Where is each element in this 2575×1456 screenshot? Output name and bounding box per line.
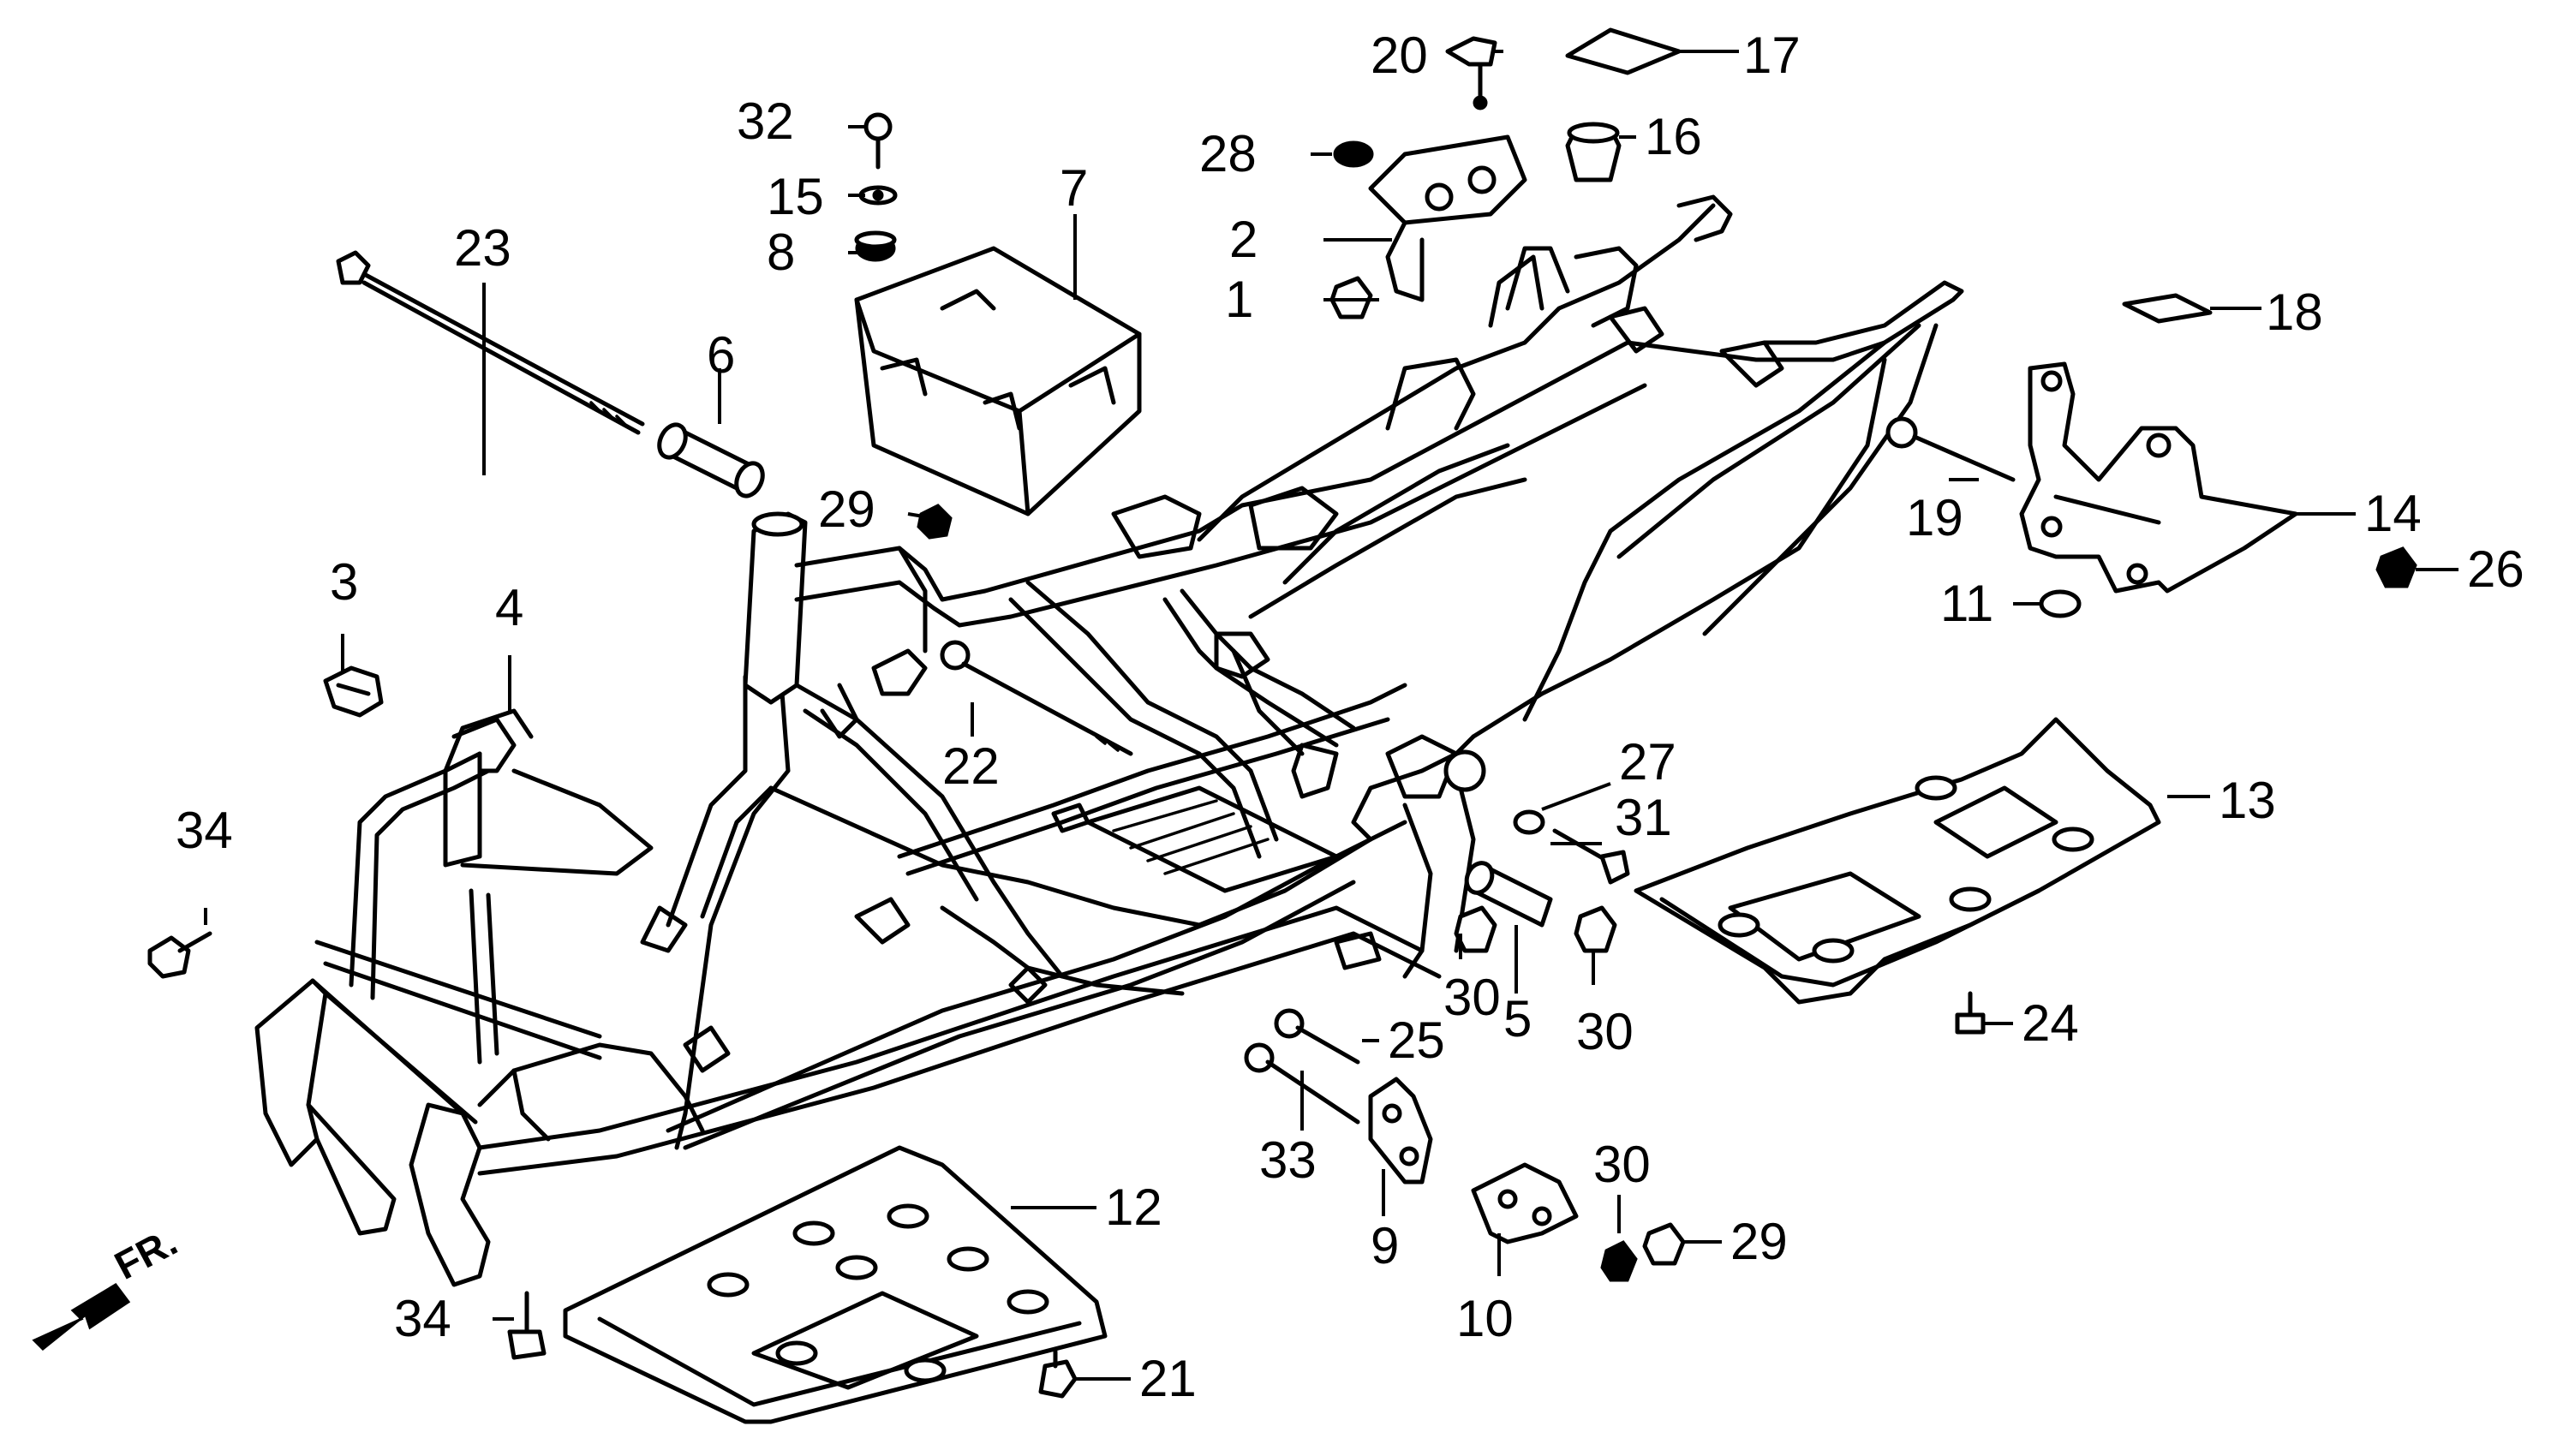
nut-part-1 bbox=[1329, 276, 1373, 319]
collar-part-27 bbox=[1513, 809, 1545, 835]
wing-nut-part-20 bbox=[1445, 36, 1497, 110]
front-skid-plate-12 bbox=[563, 1145, 1108, 1424]
callout-26: 26 bbox=[2467, 540, 2524, 598]
callout-34-left: 34 bbox=[176, 802, 233, 859]
bolt-part-33 bbox=[1244, 1042, 1360, 1125]
collar-part-8 bbox=[854, 230, 897, 262]
callout-30-bottom: 30 bbox=[1593, 1136, 1651, 1193]
nut-part-29-bottom bbox=[1642, 1222, 1686, 1266]
bracket-part-9 bbox=[1368, 1077, 1433, 1184]
callout-30-left: 30 bbox=[1443, 969, 1501, 1026]
clip-part-3 bbox=[323, 665, 384, 718]
callout-29-top: 29 bbox=[818, 480, 875, 538]
bolt-part-19 bbox=[1885, 416, 2016, 482]
callout-4: 4 bbox=[495, 579, 523, 636]
leader-lines bbox=[204, 50, 2458, 1381]
callout-29-bottom: 29 bbox=[1730, 1213, 1788, 1270]
nut-part-30-right bbox=[1574, 905, 1617, 953]
callout-17: 17 bbox=[1743, 27, 1801, 84]
callout-30-right: 30 bbox=[1576, 1003, 1634, 1060]
front-direction-label: FR. bbox=[107, 1219, 184, 1288]
rear-bracket-part-14 bbox=[2019, 361, 2298, 594]
bolt-part-24 bbox=[1955, 991, 1986, 1035]
frame-body bbox=[254, 194, 1964, 1287]
callout-12: 12 bbox=[1105, 1179, 1162, 1236]
callout-34-bottom: 34 bbox=[394, 1290, 451, 1347]
callout-18: 18 bbox=[2266, 283, 2323, 341]
callout-25: 25 bbox=[1388, 1011, 1445, 1069]
nut-part-30-left bbox=[1454, 905, 1497, 953]
callout-21: 21 bbox=[1139, 1350, 1197, 1407]
callout-19: 19 bbox=[1906, 489, 1963, 546]
callout-10: 10 bbox=[1456, 1290, 1514, 1347]
callout-3: 3 bbox=[330, 553, 358, 611]
bolt-part-34-bottom bbox=[507, 1291, 547, 1360]
washer-part-15 bbox=[858, 185, 898, 206]
grommet-part-16 bbox=[1565, 122, 1622, 182]
collar-part-5 bbox=[1464, 861, 1553, 928]
callout-27: 27 bbox=[1619, 733, 1676, 791]
nut-part-30-bottom bbox=[1600, 1240, 1638, 1282]
rear-skid-plate-13 bbox=[1634, 717, 2161, 1005]
callout-7: 7 bbox=[1060, 159, 1088, 217]
callout-14: 14 bbox=[2364, 485, 2422, 542]
label-plate-17 bbox=[1565, 27, 1682, 75]
callout-16: 16 bbox=[1645, 108, 1702, 165]
callout-9: 9 bbox=[1371, 1217, 1399, 1274]
bolt-part-22 bbox=[940, 640, 1133, 756]
battery-box-part bbox=[854, 246, 1142, 516]
callout-22: 22 bbox=[942, 737, 1000, 795]
callout-11: 11 bbox=[1940, 575, 1993, 632]
nut-part-29-top bbox=[917, 504, 953, 540]
callout-5: 5 bbox=[1503, 990, 1532, 1047]
callout-2: 2 bbox=[1229, 211, 1258, 268]
bracket-part-10 bbox=[1471, 1162, 1579, 1244]
plug-part-11 bbox=[2039, 589, 2082, 618]
collar-part-6 bbox=[657, 422, 765, 498]
callout-8: 8 bbox=[767, 224, 795, 281]
callout-23: 23 bbox=[454, 219, 511, 277]
callout-20: 20 bbox=[1371, 27, 1428, 84]
callout-28: 28 bbox=[1199, 125, 1257, 182]
bolt-part-32 bbox=[863, 112, 893, 170]
callout-13: 13 bbox=[2219, 772, 2276, 829]
callout-31: 31 bbox=[1615, 789, 1672, 846]
callout-labels: 1 2 3 4 5 6 7 8 9 10 11 12 13 14 15 16 1… bbox=[176, 27, 2524, 1407]
long-bolt-part-23 bbox=[336, 250, 645, 435]
callout-33: 33 bbox=[1259, 1131, 1317, 1189]
bolt-part-21 bbox=[1038, 1349, 1078, 1399]
front-direction-arrow-icon: FR. bbox=[32, 1219, 184, 1352]
nut-part-26 bbox=[2375, 546, 2417, 588]
callout-1: 1 bbox=[1225, 271, 1253, 328]
grommet-part-28 bbox=[1333, 140, 1374, 168]
callout-15: 15 bbox=[767, 168, 824, 225]
bolt-part-25 bbox=[1274, 1008, 1360, 1065]
callout-24: 24 bbox=[2022, 994, 2079, 1052]
seat-bracket-part-2 bbox=[1368, 134, 1527, 302]
callout-6: 6 bbox=[707, 326, 735, 384]
bolt-part-31 bbox=[1552, 828, 1630, 885]
label-plate-18 bbox=[2122, 293, 2213, 324]
bolt-part-34-left bbox=[147, 931, 212, 979]
callout-32: 32 bbox=[737, 92, 794, 150]
